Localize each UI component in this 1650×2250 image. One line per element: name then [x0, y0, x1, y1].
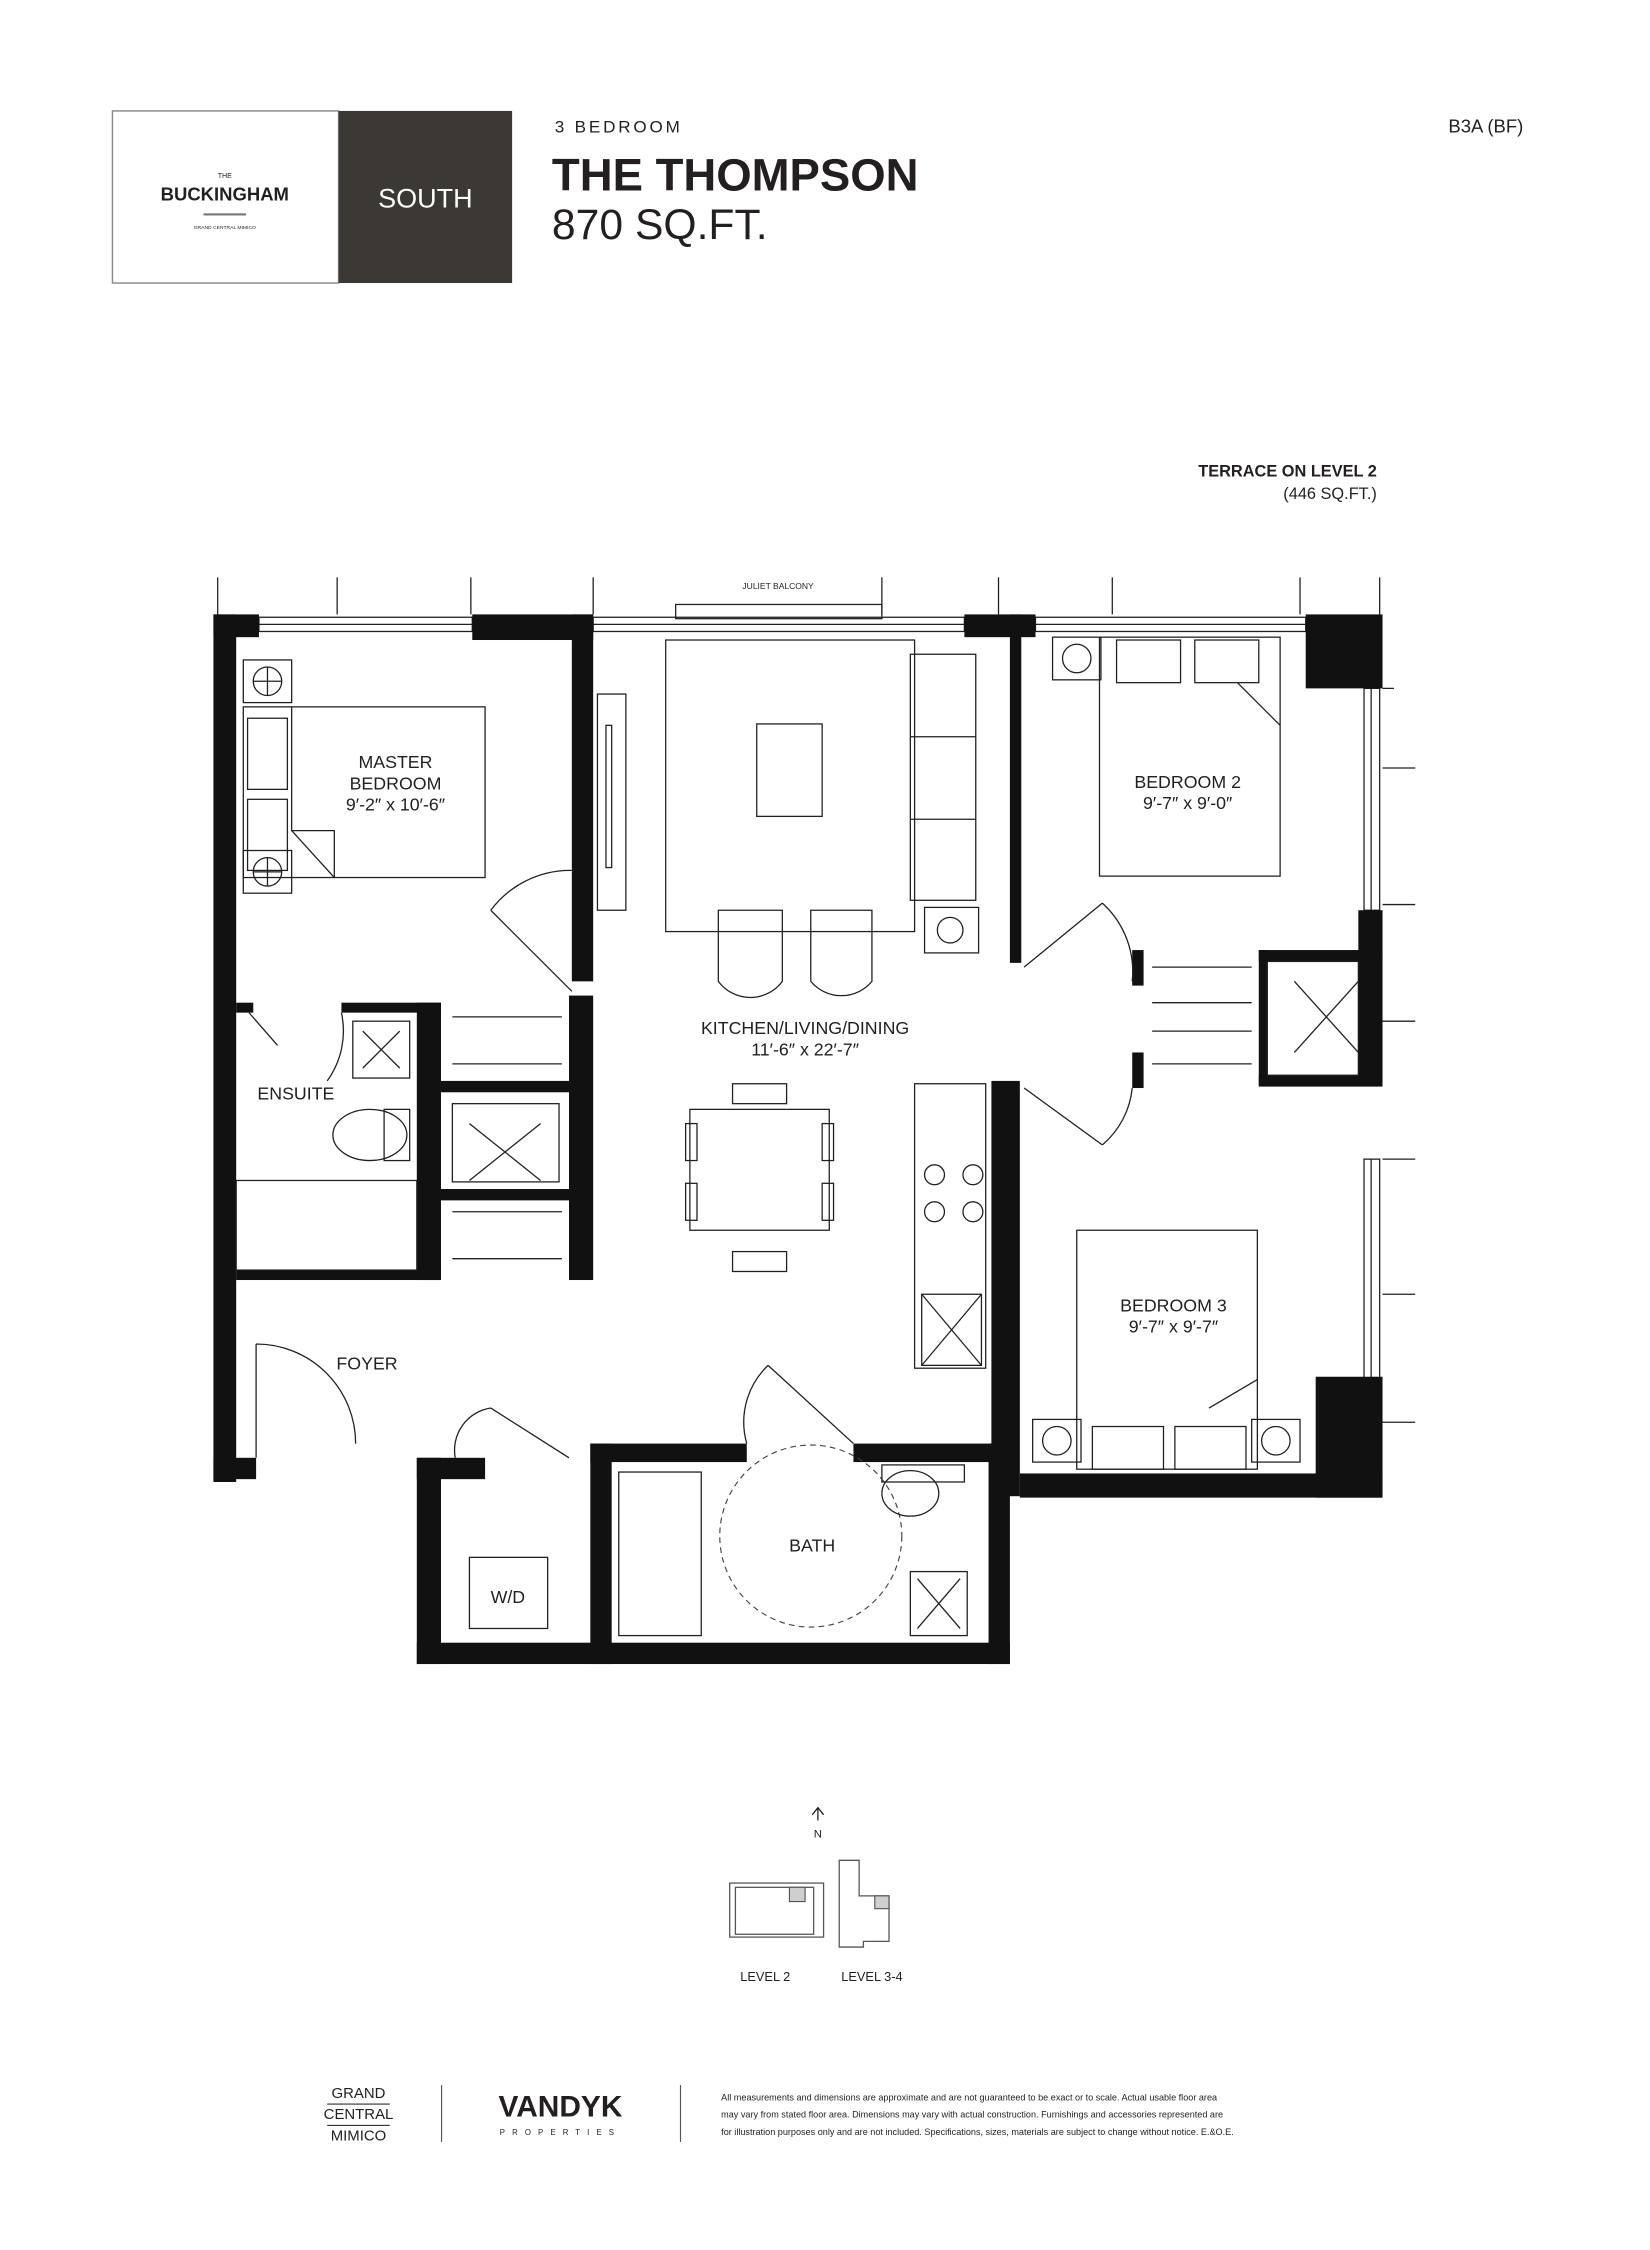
washer-dryer-label: W/D	[491, 1587, 526, 1607]
suite-area: 870 SQ.FT.	[552, 201, 768, 249]
floor-plan: JULIET BALCONY	[213, 577, 1416, 1665]
foyer-label: FOYER	[336, 1354, 397, 1374]
walls	[213, 614, 1383, 1665]
key-plan: N LEVEL 2 LEVEL 3-4	[729, 1806, 903, 1984]
master-bedroom-label-2: BEDROOM	[350, 773, 442, 793]
disclaimer-line: may vary from stated floor area. Dimensi…	[721, 2110, 1223, 2120]
bedroom-3-dims: 9′-7″ x 9′-7″	[1129, 1317, 1218, 1337]
suite-name: THE THOMPSON	[552, 150, 919, 201]
svg-text:MIMICO: MIMICO	[331, 2127, 387, 2144]
grand-central-mimico-logo: GRAND CENTRAL MIMICO	[324, 2085, 394, 2145]
bath-label: BATH	[789, 1536, 835, 1556]
master-bedroom-label: MASTER	[358, 752, 432, 772]
juliet-balcony-label: JULIET BALCONY	[742, 581, 814, 591]
bedroom-2-label: BEDROOM 2	[1134, 772, 1241, 792]
disclaimer-line: for illustration purposes only and are n…	[721, 2127, 1234, 2137]
disclaimer-line: All measurements and dimensions are appr…	[721, 2093, 1218, 2103]
bedroom-3-label: BEDROOM 3	[1120, 1295, 1227, 1315]
svg-text:GRAND: GRAND	[332, 2085, 386, 2102]
svg-text:CENTRAL: CENTRAL	[324, 2106, 394, 2123]
logo-name: BUCKINGHAM	[161, 184, 289, 205]
unit-code: B3A (BF)	[1448, 115, 1523, 136]
tower-label: SOUTH	[378, 184, 473, 214]
svg-text:VANDYK: VANDYK	[499, 2090, 623, 2123]
master-bedroom-dims: 9′-2″ x 10′-6″	[346, 795, 445, 815]
room-labels: MASTER BEDROOM 9′-2″ x 10′-6″ BEDROOM 2 …	[257, 752, 1241, 1607]
key-level-2: LEVEL 2	[740, 1969, 790, 1984]
north-label: N	[814, 1829, 822, 1841]
terrace-title: TERRACE ON LEVEL 2	[1198, 462, 1377, 480]
key-level-3-4: LEVEL 3-4	[841, 1969, 902, 1984]
kitchen-living-dining-label: KITCHEN/LIVING/DINING	[701, 1018, 909, 1038]
unit-type: 3 BEDROOM	[555, 117, 683, 136]
ensuite-label: ENSUITE	[257, 1083, 334, 1103]
kitchen-living-dining-dims: 11′-6″ x 22′-7″	[751, 1039, 859, 1059]
north-arrow-icon	[811, 1806, 825, 1821]
logo-the: THE	[218, 172, 232, 180]
bedroom-2-dims: 9′-7″ x 9′-0″	[1143, 793, 1232, 813]
vandyk-logo: VANDYK PROPERTIES	[499, 2090, 623, 2136]
project-logo: THE BUCKINGHAM GRAND CENTRAL MIMICO SOUT…	[111, 110, 513, 284]
logo-subtitle: GRAND CENTRAL MIMICO	[194, 225, 256, 231]
svg-text:PROPERTIES: PROPERTIES	[500, 2128, 621, 2137]
furniture	[235, 636, 1359, 1637]
terrace-area: (446 SQ.FT.)	[1283, 485, 1377, 503]
footer: GRAND CENTRAL MIMICO VANDYK PROPERTIES A…	[324, 2085, 1234, 2145]
